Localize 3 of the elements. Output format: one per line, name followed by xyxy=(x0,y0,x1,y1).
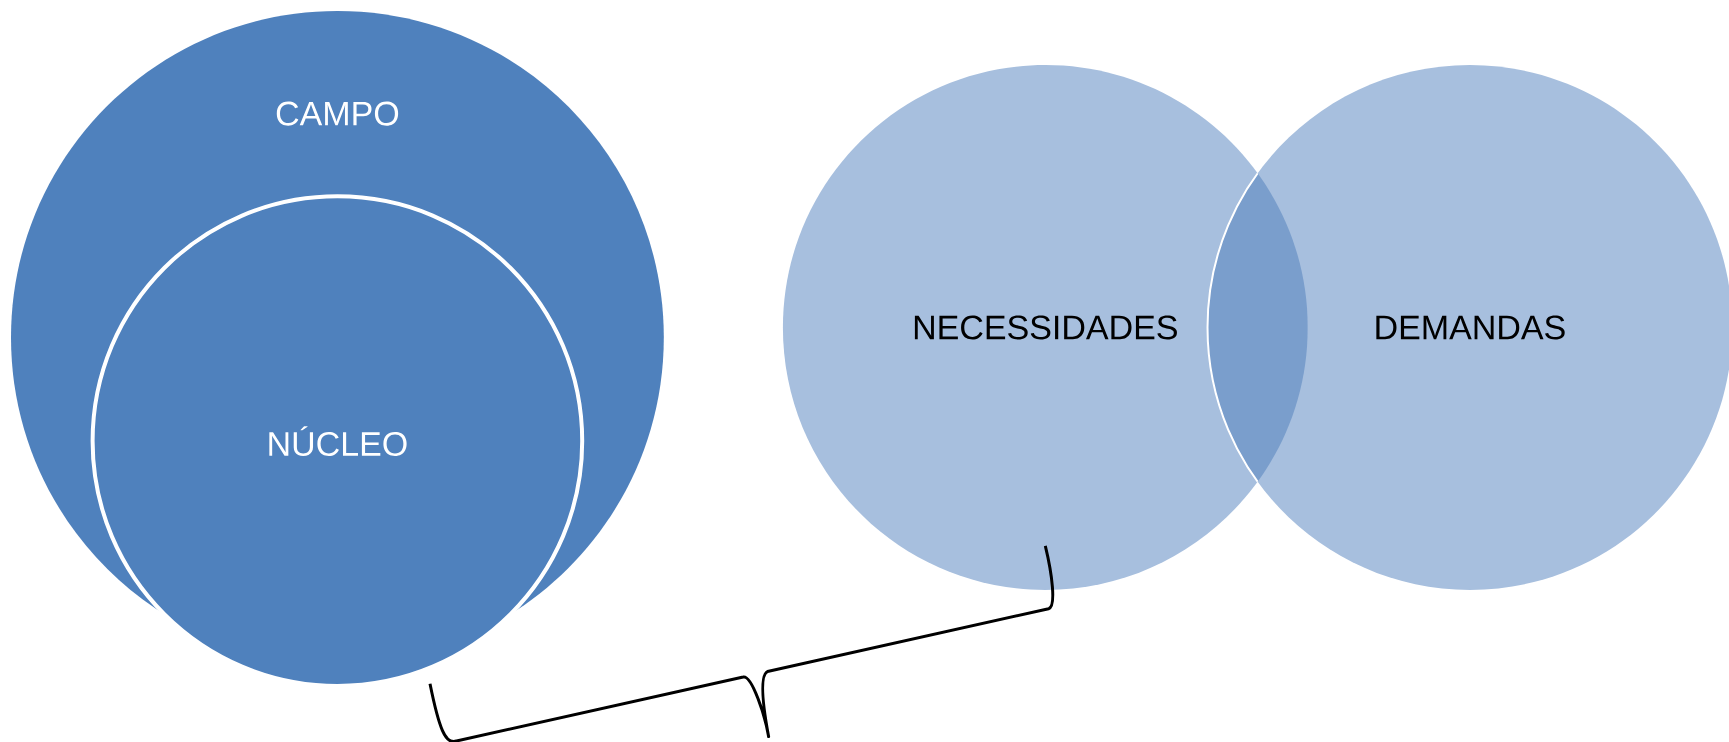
node-label: DEMANDAS xyxy=(1376,315,1565,340)
node-label: CAMPO xyxy=(276,101,399,126)
node-label: NÚCLEO xyxy=(269,426,407,457)
